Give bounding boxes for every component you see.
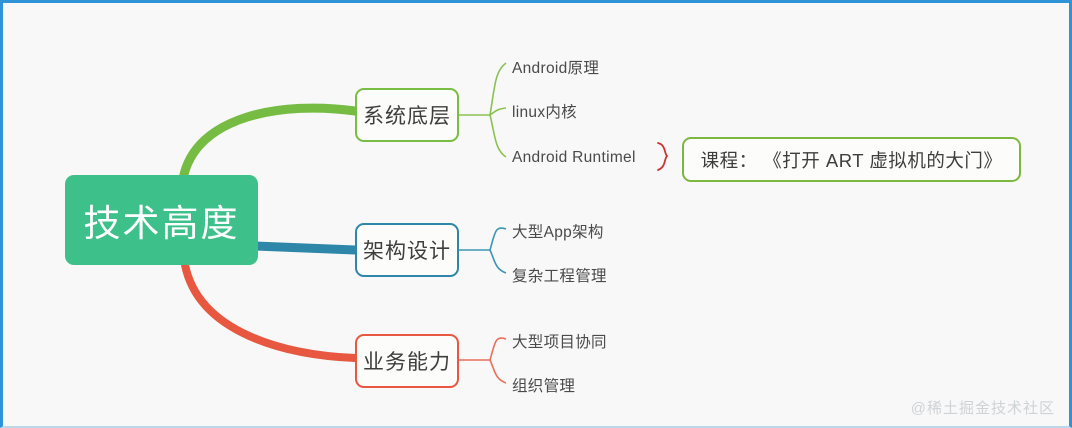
branch-node-system-underlying[interactable]: 系统底层 xyxy=(355,88,459,142)
leaf-label-android-runtime[interactable]: Android Runtimel xyxy=(512,149,636,166)
connector-root-to-branch-1 xyxy=(250,241,360,255)
connector-branch-0-leaf-2 xyxy=(489,114,507,158)
branch-node-label: 业务能力 xyxy=(363,351,451,374)
leaf-label-large-project-collaboration[interactable]: 大型项目协同 xyxy=(512,334,607,351)
root-node[interactable]: 技术高度 xyxy=(65,175,258,265)
course-callout-label: 课程： 《打开 ART 虚拟机的大门》 xyxy=(700,149,1003,171)
course-callout-box[interactable]: 课程： 《打开 ART 虚拟机的大门》 xyxy=(682,137,1021,182)
connector-root-to-branch-2 xyxy=(181,261,359,362)
leaf-label-organization-management[interactable]: 组织管理 xyxy=(512,378,576,395)
connector-root-to-branch-0 xyxy=(178,103,360,184)
branch-node-label: 架构设计 xyxy=(363,240,451,263)
root-node-label: 技术高度 xyxy=(83,203,240,244)
branch-node-architecture-design[interactable]: 架构设计 xyxy=(355,223,459,277)
branch-node-label: 系统底层 xyxy=(363,105,451,128)
branch-node-business-capability[interactable]: 业务能力 xyxy=(355,334,459,388)
leaf-label-android-principles[interactable]: Android原理 xyxy=(512,60,600,77)
connector-branch-2-leaf-0 xyxy=(489,337,507,361)
connector-branch-1-leaf-1 xyxy=(489,249,507,274)
connector-branch-1-leaf-0 xyxy=(489,227,507,251)
leaf-label-linux-kernel[interactable]: linux内核 xyxy=(512,104,577,121)
watermark: @稀土掘金技术社区 xyxy=(910,400,1055,417)
grouping-brace-icon xyxy=(657,142,669,171)
connector-branch-0-leaf-0 xyxy=(489,62,507,116)
connector-branch-2-leaf-1 xyxy=(489,359,507,384)
leaf-label-large-app-architecture[interactable]: 大型App架构 xyxy=(512,224,604,241)
connector-branch-0-leaf-1 xyxy=(489,107,507,116)
leaf-label-complex-engineering-management[interactable]: 复杂工程管理 xyxy=(512,268,607,285)
